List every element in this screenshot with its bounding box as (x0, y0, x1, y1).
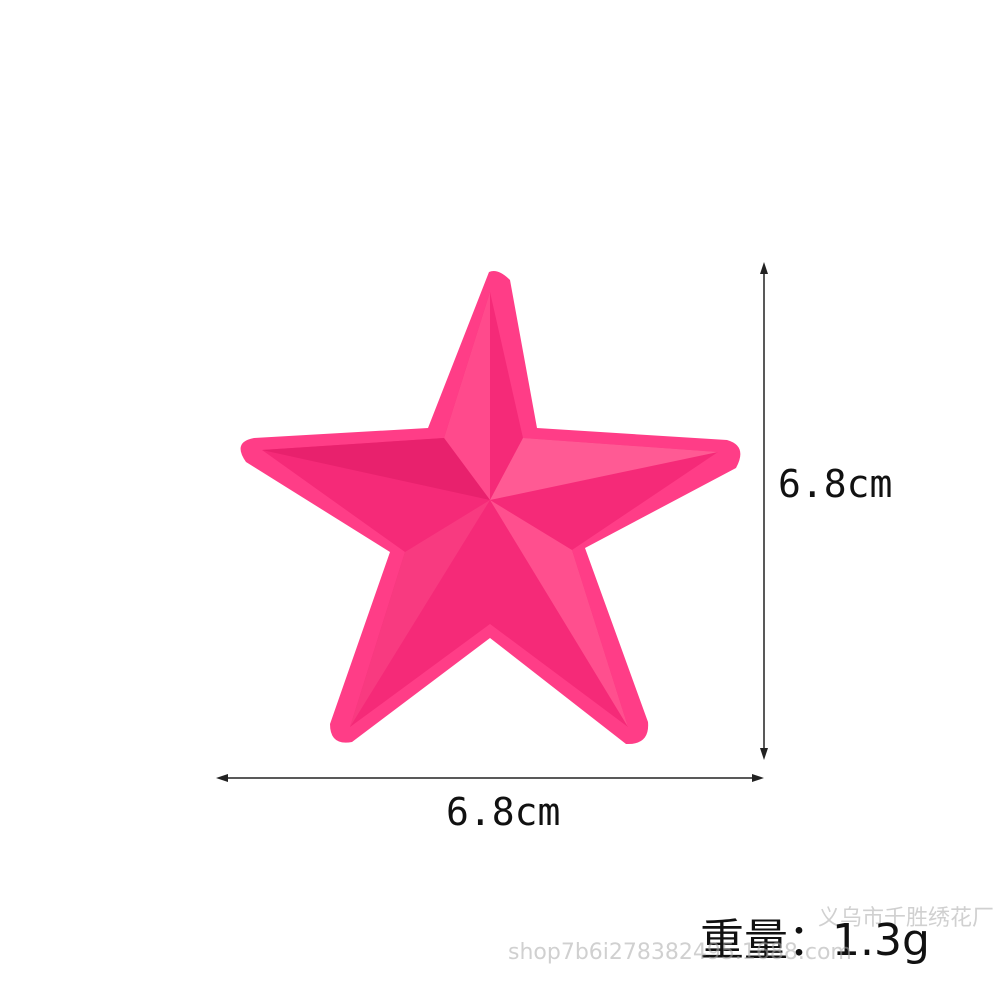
star-facet-bottom-left (350, 500, 490, 727)
star-facet-bottom-right (490, 500, 628, 727)
height-label: 6.8cm (778, 462, 893, 506)
height-dimension-line (760, 262, 768, 760)
width-dimension-line (216, 774, 764, 782)
star-facet-top-left (444, 292, 490, 500)
weight-label: 重量：1.3g (700, 915, 930, 966)
factory-watermark: 义乌市千胜绣花厂 (818, 906, 995, 931)
star-facet-right (490, 438, 718, 500)
star-body (262, 292, 718, 727)
star-patch-icon (240, 271, 741, 745)
width-label: 6.8cm (446, 790, 561, 834)
shop-watermark: shop7b6i278382495.1688.com (508, 940, 852, 965)
star-facet-left (262, 438, 490, 500)
